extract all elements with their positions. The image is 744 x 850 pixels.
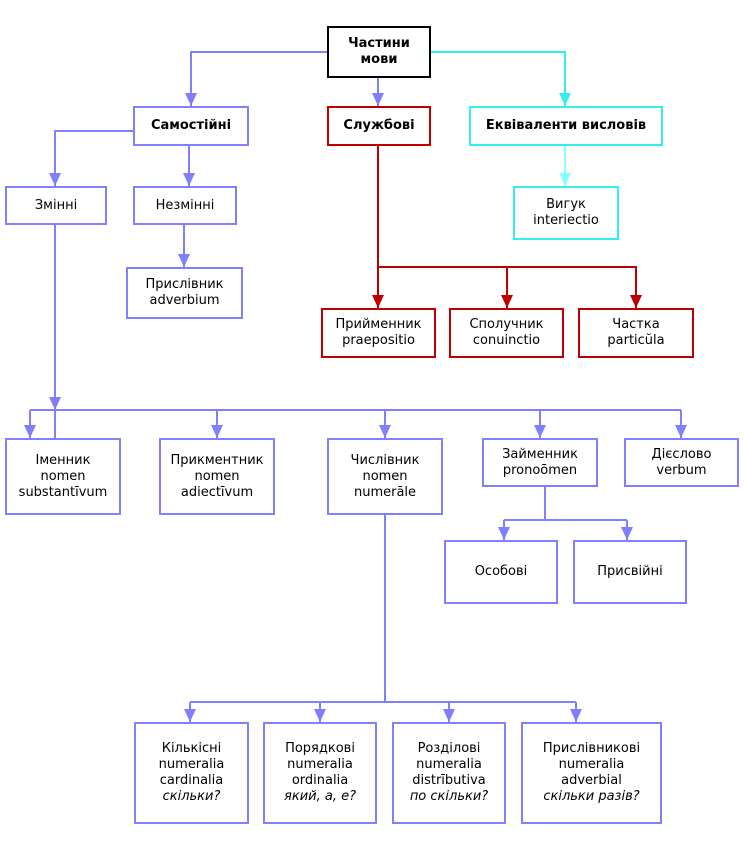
node-label-line: Незмінні — [155, 197, 215, 213]
arrowhead — [675, 425, 687, 438]
node-label-line: adverbium — [149, 293, 220, 308]
node-label-line: distrībutiva — [412, 773, 486, 788]
node-label-line: який, а, е? — [284, 789, 356, 804]
node-label-line: numeralia — [287, 757, 353, 772]
node-independent: Самостійні — [133, 106, 249, 146]
arrowhead — [501, 295, 513, 308]
node-label-line: Порядкові — [285, 741, 355, 756]
node-label-line: particŭla — [607, 333, 665, 348]
arrowhead — [183, 173, 195, 186]
node-label-line: adiectīvum — [180, 484, 254, 500]
node-label-line: nomen — [40, 468, 86, 484]
node-inflected: Змінні — [5, 186, 107, 225]
node-personal: Особові — [444, 540, 558, 604]
arrowheads — [24, 93, 687, 722]
node-uninflected: Незмінні — [133, 186, 237, 225]
purple-connectors — [29, 51, 682, 722]
node-label-line: adverbial — [561, 773, 622, 788]
node-label-line: Кількісні — [161, 741, 222, 756]
node-label-line: cardinalia — [159, 773, 224, 788]
node-expression-equivalents: Еквіваленти висловів — [469, 106, 663, 146]
node-label-line: Займенник — [502, 446, 578, 462]
arrowhead — [49, 397, 61, 410]
node-label-line: по скільки? — [409, 789, 489, 804]
arrowhead — [372, 295, 384, 308]
node-label-line: praepositio — [342, 333, 415, 348]
node-label-line: Числівник — [350, 452, 420, 468]
arrowhead — [570, 709, 582, 722]
node-label-line: nomen — [194, 468, 240, 484]
arrowhead — [379, 425, 391, 438]
node-label-line: Службові — [343, 118, 415, 133]
node-label-line: Змінні — [34, 197, 78, 213]
node-label-line: Частка — [612, 317, 660, 332]
node-possessive: Присвійні — [573, 540, 687, 604]
node-label-line: Самостійні — [150, 118, 232, 133]
arrowhead — [185, 93, 197, 106]
node-label-line: verbum — [656, 462, 707, 478]
arrowhead — [559, 93, 571, 106]
arrowhead — [630, 295, 642, 308]
arrowhead — [24, 425, 36, 438]
arrowhead — [443, 709, 455, 722]
node-label-line: substantīvum — [18, 484, 108, 500]
node-label-line: interiectio — [533, 213, 599, 228]
node-label-line: скільки? — [162, 789, 221, 804]
node-label-line: Іменник — [35, 452, 91, 468]
node-label-line: Присвійні — [597, 564, 663, 579]
arrowhead — [314, 709, 326, 722]
node-auxiliary: Службові — [327, 106, 431, 146]
node-label-line: Еквіваленти висловів — [485, 118, 647, 133]
node-label-line: Прийменник — [335, 317, 422, 332]
node-label-line: Частини — [348, 36, 410, 51]
node-label-line: Дієслово — [651, 446, 712, 462]
node-label-line: Прикментник — [170, 452, 264, 468]
node-label-line: nomen — [362, 468, 408, 484]
node-label-line: Розділові — [417, 741, 481, 756]
node-label-line: Прислівник — [145, 277, 224, 292]
arrowhead — [184, 709, 196, 722]
node-label-line: ordinalia — [291, 773, 349, 788]
arrowhead — [559, 173, 571, 186]
node-label-line: Прислівникові — [542, 741, 641, 756]
node-label-line: скільки разів? — [543, 789, 640, 804]
arrowhead — [498, 527, 510, 540]
arrowhead — [49, 173, 61, 186]
node-label-line: pronoōmen — [502, 462, 578, 478]
arrowhead — [621, 527, 633, 540]
node-label-line: conuinctio — [472, 333, 541, 348]
node-label-line: Особові — [474, 564, 528, 579]
arrowhead — [211, 425, 223, 438]
node-label-line: numeralia — [158, 757, 225, 772]
node-label-line: мови — [360, 52, 398, 67]
node-label-line: numeralia — [416, 757, 482, 772]
node-label-line: numeralia — [558, 757, 625, 772]
node-label-line: Сполучник — [469, 317, 544, 332]
node-label-line: numerāle — [353, 484, 417, 500]
node-label-line: Вигук — [546, 197, 586, 212]
arrowhead — [372, 93, 384, 106]
arrowhead — [178, 254, 190, 267]
arrowhead — [534, 425, 546, 438]
